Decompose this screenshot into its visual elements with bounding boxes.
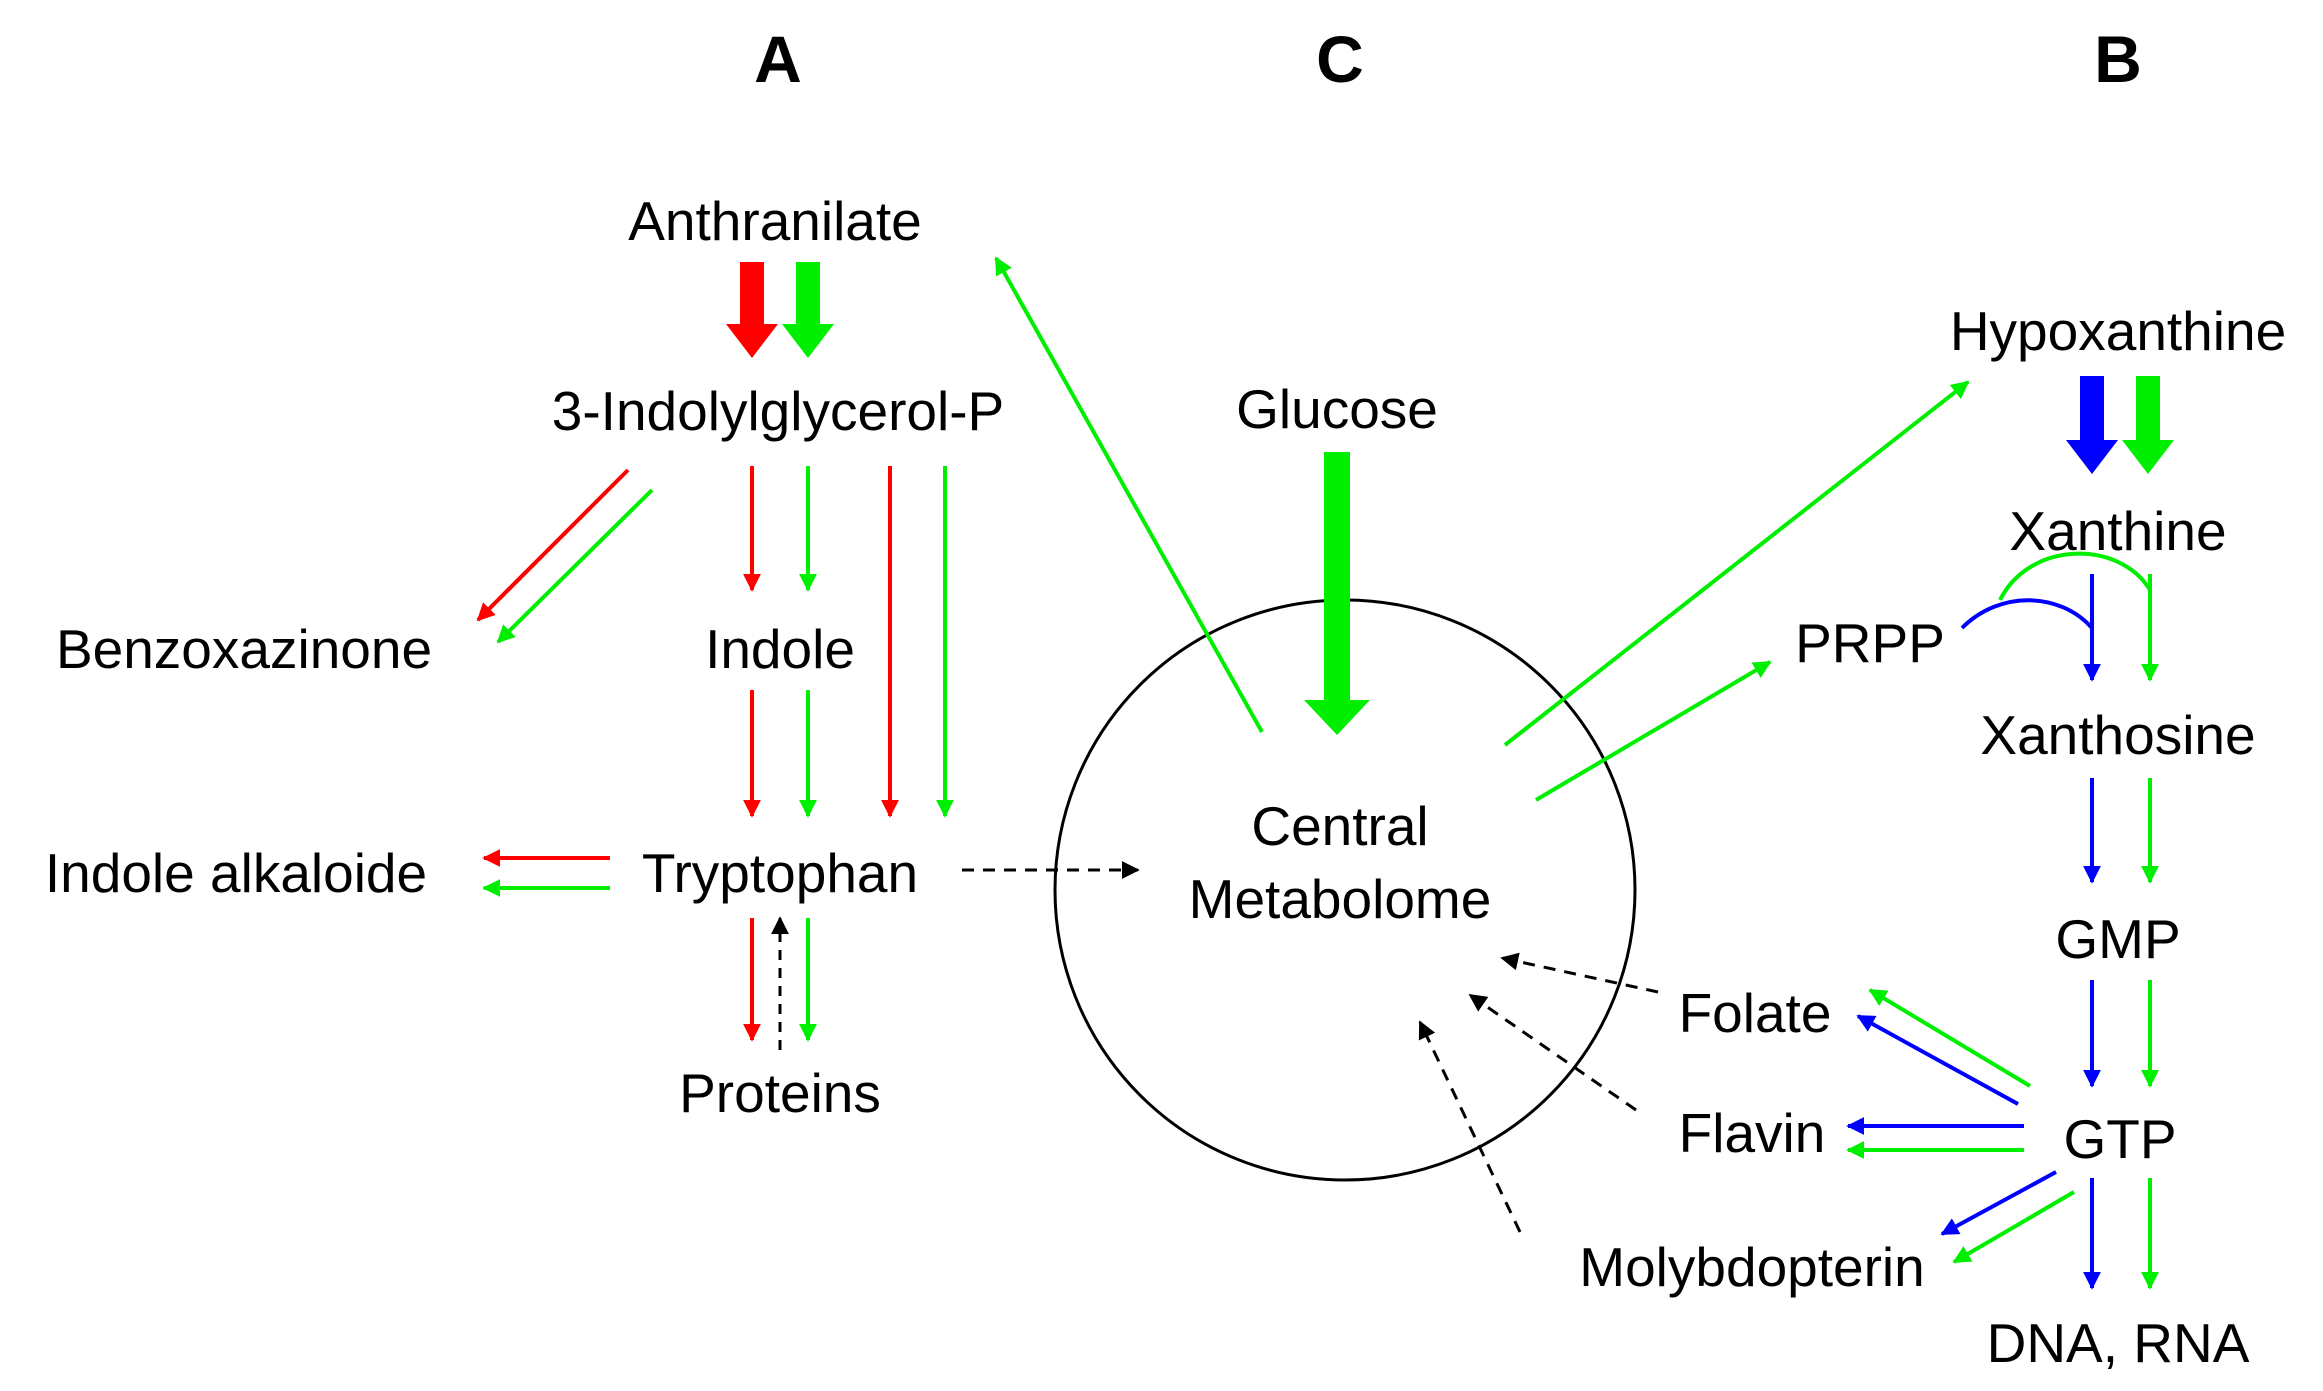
arrow-central-anthranilate bbox=[994, 256, 1264, 733]
node-dna-rna: DNA, RNA bbox=[1987, 1312, 2250, 1374]
arrow-central-hypoxanthine bbox=[1503, 380, 1970, 747]
node-proteins: Proteins bbox=[679, 1062, 881, 1124]
panel-label-a: A bbox=[754, 22, 802, 96]
node-gmp: GMP bbox=[2055, 908, 2180, 970]
node-indole-alkaloide: Indole alkaloide bbox=[45, 842, 427, 904]
arrow-molybdopterin-central-dashed bbox=[1418, 1020, 1522, 1233]
node-indole: Indole bbox=[705, 618, 855, 680]
node-molybdopterin: Molybdopterin bbox=[1579, 1236, 1924, 1298]
arrow-gtp-folate-green bbox=[1868, 988, 2032, 1088]
node-xanthine: Xanthine bbox=[2009, 500, 2226, 562]
node-central-metabolome-line1: Central bbox=[1251, 795, 1428, 857]
thick-arrow-green-hypoxanthine bbox=[2122, 376, 2174, 474]
node-anthranilate: Anthranilate bbox=[628, 190, 922, 252]
node-glucose: Glucose bbox=[1236, 378, 1438, 440]
node-hypoxanthine: Hypoxanthine bbox=[1950, 300, 2286, 362]
arrow-folate-central-dashed bbox=[1500, 952, 1659, 994]
arrow-flavin-central-dashed bbox=[1468, 993, 1637, 1112]
thick-arrow-red-anthranilate bbox=[726, 262, 778, 358]
node-flavin: Flavin bbox=[1679, 1102, 1826, 1164]
panel-label-c: C bbox=[1316, 22, 1364, 96]
node-xanthosine: Xanthosine bbox=[1980, 704, 2255, 766]
arrow-igp-benzoxazinone-red bbox=[476, 468, 630, 622]
thick-arrow-glucose bbox=[1304, 452, 1370, 735]
arrow-gtp-molybdopterin-blue bbox=[1940, 1170, 2057, 1236]
arrow-central-prpp bbox=[1534, 660, 1772, 802]
arrow-igp-benzoxazinone-green bbox=[496, 488, 654, 644]
node-prpp: PRPP bbox=[1795, 612, 1945, 674]
node-tryptophan: Tryptophan bbox=[642, 842, 918, 904]
node-indolylglycerol-p: 3-Indolylglycerol-P bbox=[552, 380, 1004, 442]
thick-arrow-blue-hypoxanthine bbox=[2066, 376, 2118, 474]
arrow-gtp-folate-blue bbox=[1856, 1014, 2019, 1106]
node-folate: Folate bbox=[1679, 982, 1832, 1044]
thick-arrow-green-anthranilate bbox=[782, 262, 834, 358]
node-gtp: GTP bbox=[2063, 1108, 2176, 1170]
panel-label-b: B bbox=[2094, 22, 2142, 96]
curve-prpp-green bbox=[1998, 551, 2152, 601]
node-benzoxazinone: Benzoxazinone bbox=[56, 618, 432, 680]
arrow-gtp-molybdopterin-green bbox=[1952, 1190, 2076, 1264]
node-central-metabolome-line2: Metabolome bbox=[1189, 868, 1492, 930]
curve-prpp-blue bbox=[1960, 598, 2094, 630]
